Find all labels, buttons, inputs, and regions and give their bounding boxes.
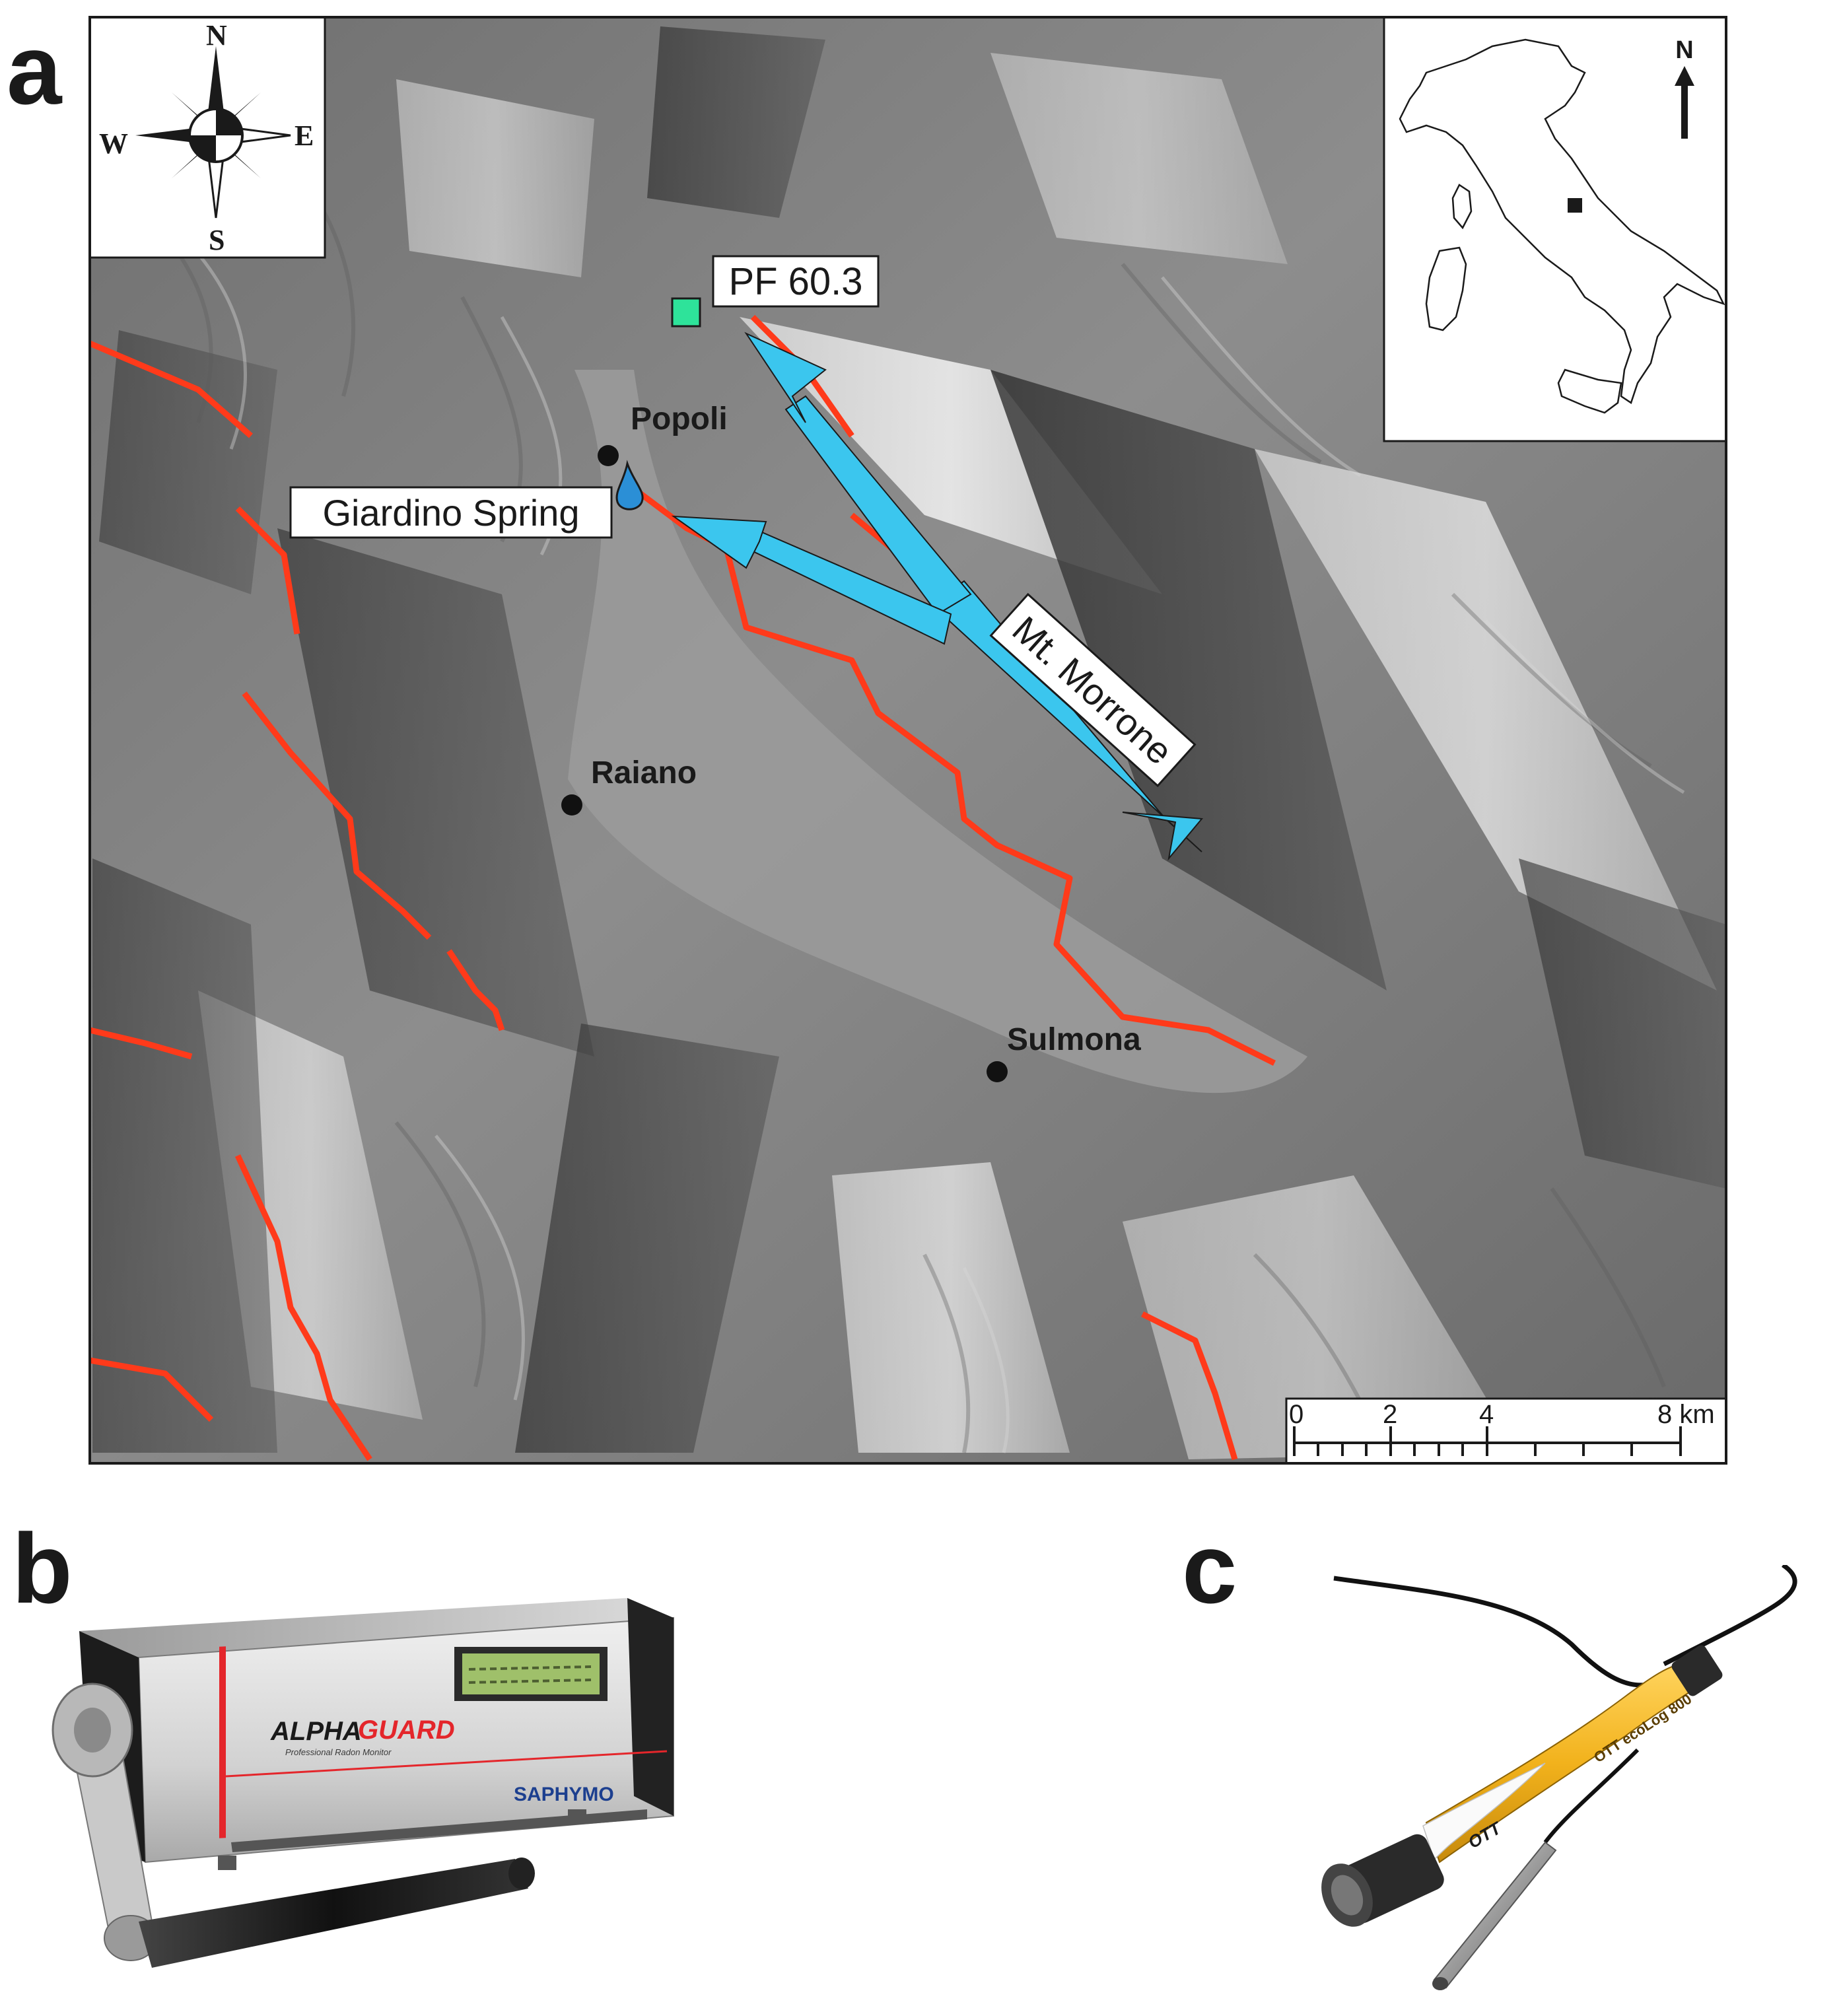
spring-label: Giardino Spring — [322, 492, 579, 534]
terrain-layer — [90, 17, 1726, 1463]
inset-north-label: N — [1675, 36, 1693, 64]
scale-tick-2: 2 — [1383, 1400, 1397, 1429]
panel-label-a: a — [7, 14, 62, 125]
scale-tick-0: 0 — [1289, 1400, 1303, 1429]
alphaguard-photo: ALPHA GUARD Professional Radon Monitor S… — [52, 1598, 674, 1968]
pf-marker — [671, 297, 701, 328]
popoli-label: Popoli — [631, 401, 728, 436]
spring-drop-icon — [615, 460, 644, 510]
italy-inset: N — [1383, 16, 1727, 442]
scale-tick-4: 4 — [1479, 1400, 1494, 1429]
alphaguard-maker: SAPHYMO — [514, 1784, 614, 1805]
panel-label-c: c — [1182, 1513, 1237, 1624]
compass-n: N — [206, 19, 227, 52]
morrone-arrows — [671, 331, 1203, 861]
fault-lines — [90, 314, 1276, 1461]
compass-e: E — [295, 120, 314, 152]
compass-rose: N S E W — [88, 16, 326, 259]
pf-label-box — [712, 255, 880, 308]
scale-bar: 0 2 4 8 km — [1285, 1397, 1727, 1465]
raiano-marker — [561, 794, 582, 816]
scale-tick-8: 8 km — [1657, 1400, 1715, 1429]
alphaguard-subtitle: Professional Radon Monitor — [285, 1747, 392, 1757]
alphaguard-brand-guard: GUARD — [358, 1716, 455, 1745]
relief-map[interactable]: PF 60.3 Giardino Spring Popoli Raiano Su… — [0, 0, 1841, 1473]
panel-label-b: b — [12, 1513, 73, 1624]
sulmona-marker — [987, 1061, 1008, 1082]
alphaguard-brand-alpha: ALPHA — [270, 1717, 362, 1746]
raiano-label: Raiano — [591, 755, 697, 790]
compass-s: S — [209, 224, 225, 256]
map-frame — [88, 16, 1727, 1465]
compass-w: W — [99, 127, 128, 160]
pf-label: PF 60.3 — [728, 260, 862, 303]
sulmona-label: Sulmona — [1007, 1022, 1141, 1057]
ott-ecolog-photo: OTT OTT ecoLog 800 — [1321, 1565, 1797, 1990]
spring-label-box — [289, 486, 613, 539]
popoli-marker — [598, 445, 619, 466]
